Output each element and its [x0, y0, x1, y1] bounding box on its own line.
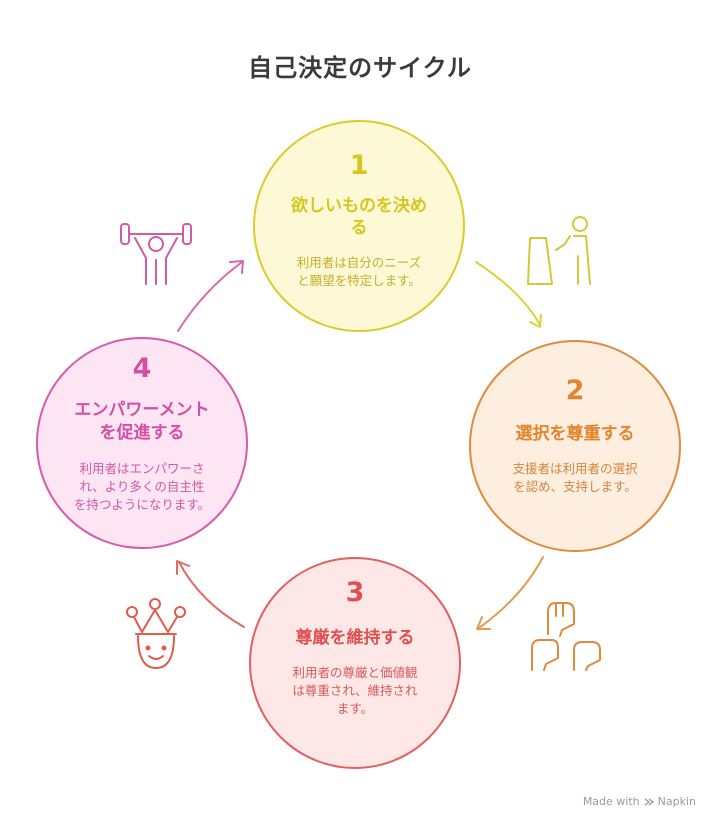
- step-number: 3: [345, 577, 365, 608]
- arrow-4-to-1: [177, 260, 244, 332]
- step-desc-line-2: を認め、支持します。: [513, 479, 637, 494]
- raised-fists-icon: [531, 602, 601, 671]
- step-2-circle: 2 選択を尊重する 支援者は利用者の選択 を認め、支持します。: [469, 340, 681, 552]
- step-title-line-1: エンパワーメント: [74, 400, 210, 420]
- weightlifter-icon: [120, 223, 192, 285]
- step-4-circle: 4 エンパワーメント を促進する 利用者はエンパワーさ れ、より多くの自主性 を…: [36, 337, 248, 549]
- arrow-3-to-4: [176, 560, 245, 628]
- step-desc-line-2: と願望を特定します。: [297, 273, 421, 288]
- brand-name: Napkin: [657, 795, 696, 808]
- step-desc-line-3: ます。: [336, 701, 374, 716]
- step-desc-line-2: れ、より多くの自主性: [79, 479, 205, 494]
- step-number: 4: [132, 353, 152, 384]
- step-title-line-1: 尊厳を維持する: [295, 628, 415, 648]
- step-title-line-2: る: [350, 218, 368, 238]
- step-title-line-1: 欲しいものを決め: [291, 196, 427, 216]
- arrow-2-to-3: [476, 556, 544, 630]
- step-desc-line-1: 支援者は利用者の選択: [512, 461, 638, 476]
- step-desc-line-2: は尊重され、維持され: [292, 683, 418, 698]
- step-title-line-1: 選択を尊重する: [515, 424, 635, 444]
- step-number: 2: [565, 375, 585, 406]
- diagram-title: 自己決定のサイクル: [248, 54, 472, 82]
- step-number: 1: [349, 150, 369, 181]
- step-desc-line-1: 利用者は自分のニーズ: [296, 255, 422, 270]
- made-with-text: Made with: [582, 795, 640, 808]
- step-title-line-2: を促進する: [99, 423, 185, 443]
- step-desc-line-1: 利用者の尊厳と価値観: [292, 665, 418, 680]
- step-1-circle: 1 欲しいものを決め る 利用者は自分のニーズ と願望を特定します。: [253, 120, 465, 332]
- step-desc-line-3: を持つようになります。: [73, 497, 211, 512]
- footer-attribution: Made with Napkin: [583, 795, 696, 808]
- arrow-1-to-2: [475, 261, 542, 328]
- step-3-circle: 3 尊厳を維持する 利用者の尊厳と価値観 は尊重され、維持され ます。: [249, 557, 461, 769]
- crowned-face-icon: [126, 598, 186, 669]
- person-at-podium-icon: [527, 216, 591, 285]
- napkin-logo-icon: [644, 797, 654, 807]
- step-desc-line-1: 利用者はエンパワーさ: [79, 461, 205, 476]
